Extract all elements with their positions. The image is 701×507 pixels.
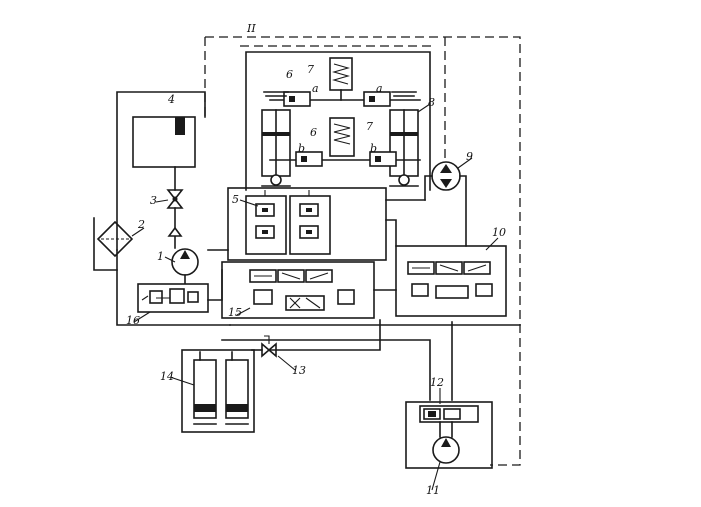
label-8: 8	[428, 96, 435, 109]
label-13: 13	[292, 364, 306, 377]
distributor-15	[221, 261, 375, 319]
motor-lines	[424, 175, 467, 247]
check-valve-symbol	[167, 226, 183, 249]
return-line-left	[116, 249, 231, 326]
distributor-10	[395, 245, 507, 317]
label-1: 1	[157, 250, 164, 263]
pump	[171, 248, 199, 276]
label-15: 15	[228, 306, 242, 319]
label-ii: II	[246, 22, 256, 35]
label-16: 16	[126, 314, 140, 327]
label-b1: b	[298, 142, 305, 155]
throttle-valve	[261, 335, 277, 358]
tank-drain-line	[116, 91, 206, 251]
label-b2: b	[370, 142, 377, 155]
label-6b: 6	[310, 126, 317, 139]
accumulator	[181, 349, 255, 433]
tank	[132, 116, 196, 168]
relief-block	[137, 283, 209, 313]
label-7: 7	[307, 63, 314, 76]
label-3: 3	[150, 194, 157, 207]
label-9: 9	[466, 150, 473, 163]
leader-lines	[131, 103, 499, 491]
filter	[93, 217, 134, 271]
label-7b: 7	[366, 120, 373, 133]
label-6a: 6	[286, 68, 293, 81]
valve-block-5	[227, 187, 387, 261]
hydraulic-motor	[431, 161, 461, 191]
pump-unit	[405, 401, 493, 469]
label-14: 14	[160, 370, 174, 383]
dashed-boundary	[204, 36, 521, 466]
pressure-line-left	[207, 269, 223, 301]
label-a1: a	[312, 82, 319, 95]
label-5: 5	[232, 193, 239, 206]
label-2: 2	[137, 218, 145, 231]
main-lines	[207, 199, 521, 401]
label-4: 4	[167, 93, 175, 106]
labels: II 4 3 2 1 16 15 5 6 7 a a 8 6 7 b b 9 1…	[126, 22, 506, 497]
label-10: 10	[492, 226, 506, 239]
label-a2: a	[376, 82, 383, 95]
label-12: 12	[430, 376, 444, 389]
shutoff-valve	[166, 189, 184, 209]
label-11: 11	[426, 484, 440, 497]
cylinder-frame	[245, 51, 431, 191]
